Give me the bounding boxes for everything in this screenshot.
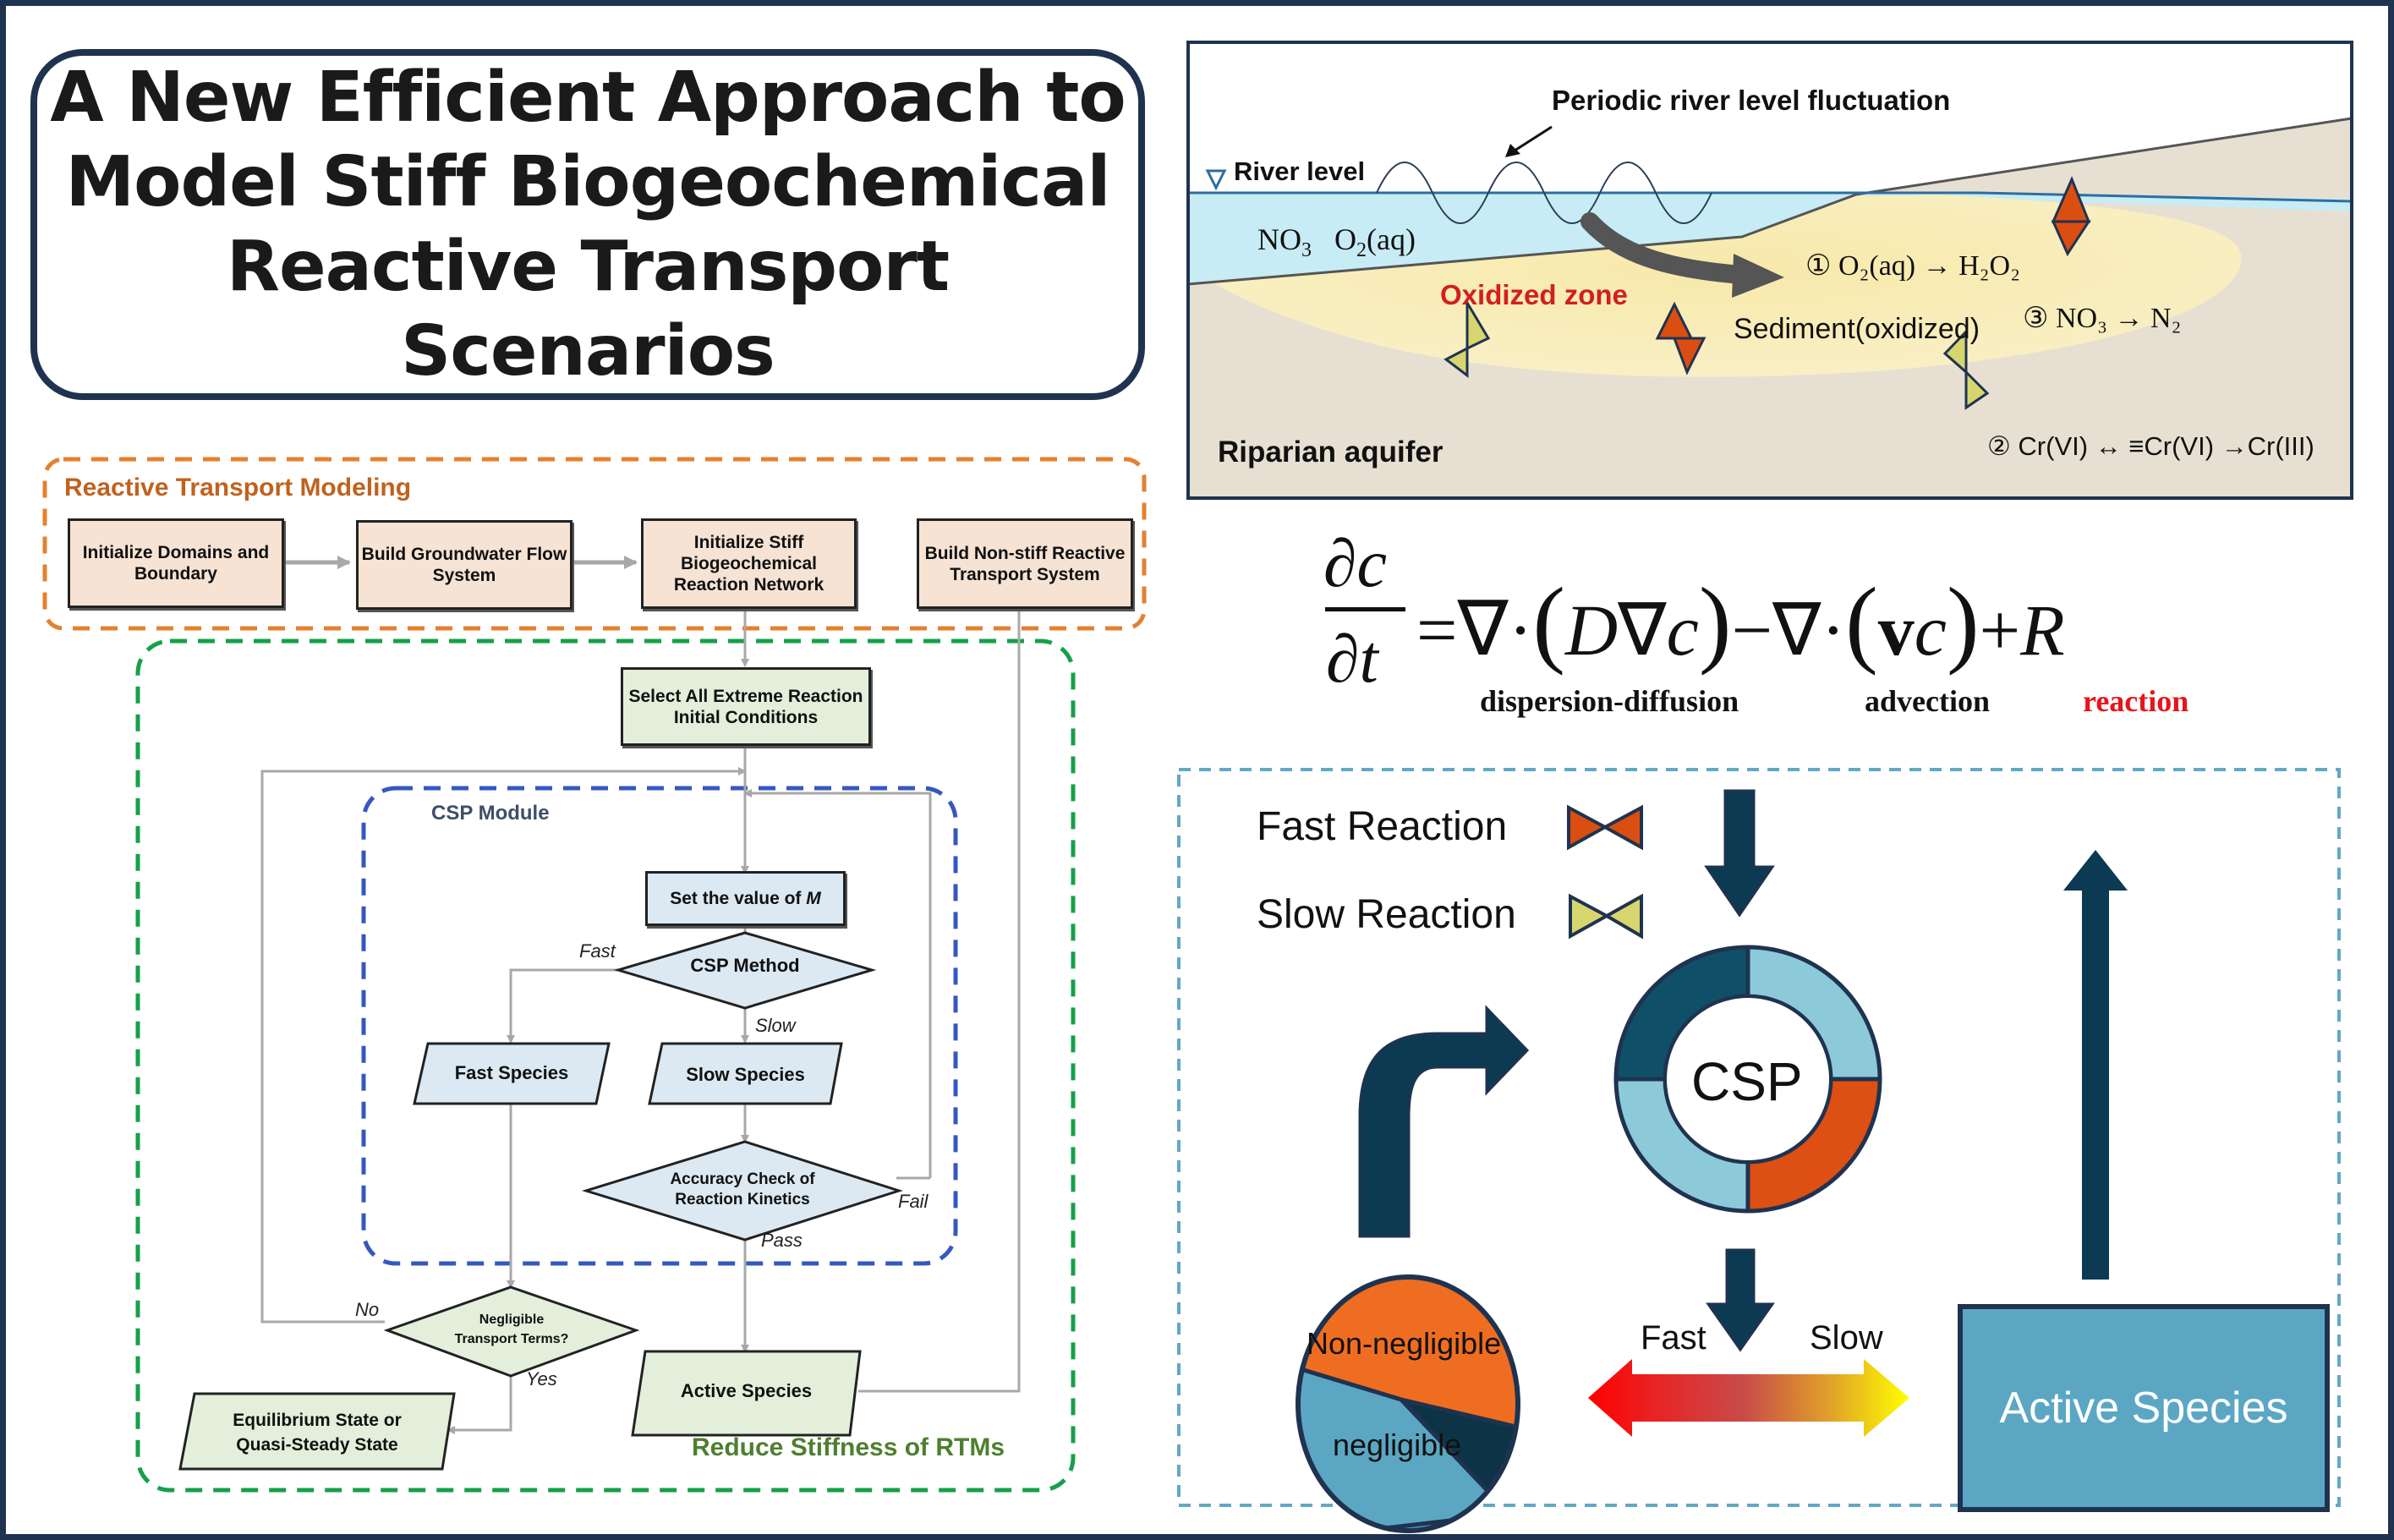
slow-reaction-legend-icon bbox=[1569, 893, 1643, 940]
fast-reaction-bowtie-icon bbox=[1655, 301, 1706, 375]
fast-species-node bbox=[413, 1042, 611, 1105]
river-level-line bbox=[1188, 191, 2352, 203]
donut-segment-bottom-right bbox=[1745, 1077, 1882, 1214]
edge-label-fail: Fail bbox=[898, 1191, 929, 1212]
edge-label-no: No bbox=[355, 1299, 380, 1320]
edge-fail-loop bbox=[743, 789, 932, 1178]
donut-segment-top-left bbox=[1613, 945, 1750, 1082]
title-line-3: Reactive Transport Scenarios bbox=[226, 226, 950, 392]
csp-donut-label: CSP bbox=[1691, 1051, 1803, 1112]
fluctuation-label: Periodic river level fluctuation bbox=[1552, 85, 1951, 116]
river-level-label: River level bbox=[1234, 156, 1366, 186]
edge-fast bbox=[507, 968, 617, 1044]
active-species-node-label: Active Species bbox=[680, 1380, 813, 1401]
feedback-up-arrow-icon bbox=[2063, 850, 2128, 1280]
edge-yes bbox=[446, 1355, 512, 1434]
active-species-label: Active Species bbox=[1999, 1384, 2288, 1433]
donut-segment-top-right bbox=[1745, 945, 1882, 1082]
rtm-group-border bbox=[42, 457, 1147, 631]
input-down-arrow-icon bbox=[1704, 789, 1775, 918]
fast-label: Fast bbox=[1641, 1319, 1706, 1356]
csp-donut bbox=[1613, 945, 1882, 1214]
bent-arrow-icon bbox=[1358, 1005, 1530, 1238]
water-level-triangle-icon bbox=[1205, 169, 1227, 191]
csp-method-label: CSP Method bbox=[690, 955, 800, 976]
negligible-label: negligible bbox=[1333, 1428, 1462, 1462]
fast-reaction-bowtie-icon bbox=[2051, 176, 2091, 257]
sediment-label: Sediment(oxidized) bbox=[1734, 313, 1980, 345]
active-species-node bbox=[631, 1350, 862, 1437]
accuracy-check-diamond bbox=[581, 1140, 903, 1241]
equation-rhs: =∇·(D∇c)−∇·(vc)+R bbox=[1416, 568, 2065, 677]
slow-species-node bbox=[648, 1042, 843, 1105]
reaction-label: reaction bbox=[2083, 684, 2189, 718]
csp-panel-border bbox=[1177, 768, 2341, 1507]
rtm-group-title: Reactive Transport Modeling bbox=[64, 474, 412, 501]
negligibility-pie bbox=[1296, 1274, 1520, 1533]
csp-module-group-border bbox=[361, 786, 958, 1266]
slow-species-label: Slow Species bbox=[686, 1064, 805, 1085]
infiltration-arrow-icon bbox=[1580, 212, 1751, 284]
set-m-node: Set the value of M bbox=[645, 871, 846, 926]
output-down-arrow-icon bbox=[1706, 1248, 1775, 1352]
edge-label-slow: Slow bbox=[755, 1015, 796, 1036]
reduce-stiffness-group-title: Reduce Stiffness of RTMs bbox=[692, 1433, 1005, 1461]
pie-outline bbox=[1296, 1274, 1520, 1533]
title-line-2: Model Stiff Biogeochemical bbox=[65, 141, 1111, 222]
fraction-bar bbox=[1325, 607, 1405, 611]
aquifer-label: Riparian aquifer bbox=[1218, 436, 1444, 469]
annotation-pointer bbox=[1511, 125, 1553, 154]
edge-label-fast: Fast bbox=[579, 940, 616, 962]
csp-method-diamond bbox=[613, 931, 877, 1010]
fast-reaction-legend-icon bbox=[1567, 804, 1643, 851]
non-negligible-label: Non-negligible bbox=[1307, 1326, 1502, 1361]
equation-lhs-numerator: ∂c bbox=[1323, 527, 1388, 601]
slow-label: Slow bbox=[1810, 1319, 1883, 1356]
slow-reaction-bowtie-icon bbox=[1942, 328, 1990, 410]
csp-module-group-title: CSP Module bbox=[431, 802, 550, 825]
negligible-transport-diamond bbox=[383, 1285, 640, 1378]
pie-slice-dark bbox=[1394, 1395, 1518, 1531]
title-line-1: A New Efficient Approach to bbox=[50, 57, 1126, 138]
active-species-box bbox=[1958, 1304, 2330, 1512]
ground-surface-line bbox=[1188, 117, 2352, 286]
title-box: A New Efficient Approach to Model Stiff … bbox=[30, 49, 1145, 400]
edge-no-loop bbox=[260, 767, 747, 1324]
fast-slow-double-arrow-icon bbox=[1588, 1359, 1909, 1437]
dispersion-diffusion-label: dispersion-diffusion bbox=[1480, 684, 1739, 718]
fast-reaction-legend-label: Fast Reaction bbox=[1257, 804, 1508, 849]
advection-label: advection bbox=[1865, 684, 1990, 718]
donut-segment-bottom-left bbox=[1613, 1077, 1750, 1214]
reaction-1-label: ① O₂(aq) → H₂O₂ bbox=[1805, 250, 2020, 282]
donut-hole bbox=[1667, 998, 1829, 1160]
edge-label-pass: Pass bbox=[761, 1230, 803, 1251]
fast-species-label: Fast Species bbox=[454, 1062, 569, 1083]
oxidized-zone-label: Oxidized zone bbox=[1440, 279, 1628, 310]
slow-reaction-bowtie-icon bbox=[1444, 298, 1491, 379]
aquifer-panel-border bbox=[1186, 41, 2353, 500]
reaction-3-label: ③ NO₃ → N₂ bbox=[2023, 303, 2182, 334]
reduce-stiffness-group-border bbox=[135, 638, 1076, 1493]
water-species-label: NO3 O2(aq) bbox=[1257, 222, 1416, 262]
reaction-2-label: ② Cr(VI) ↔ ≡Cr(VI) →Cr(III) bbox=[1987, 431, 2315, 461]
figure-title: A New Efficient Approach to Model Stiff … bbox=[37, 56, 1138, 394]
equation-lhs-denominator: ∂t bbox=[1326, 622, 1378, 697]
fluctuation-wave bbox=[1376, 162, 1712, 224]
edge-active-to-nonstiff bbox=[858, 589, 1023, 1393]
slow-reaction-legend-label: Slow Reaction bbox=[1257, 892, 1516, 937]
edge-label-yes: Yes bbox=[526, 1368, 557, 1389]
equilibrium-node bbox=[178, 1392, 456, 1471]
